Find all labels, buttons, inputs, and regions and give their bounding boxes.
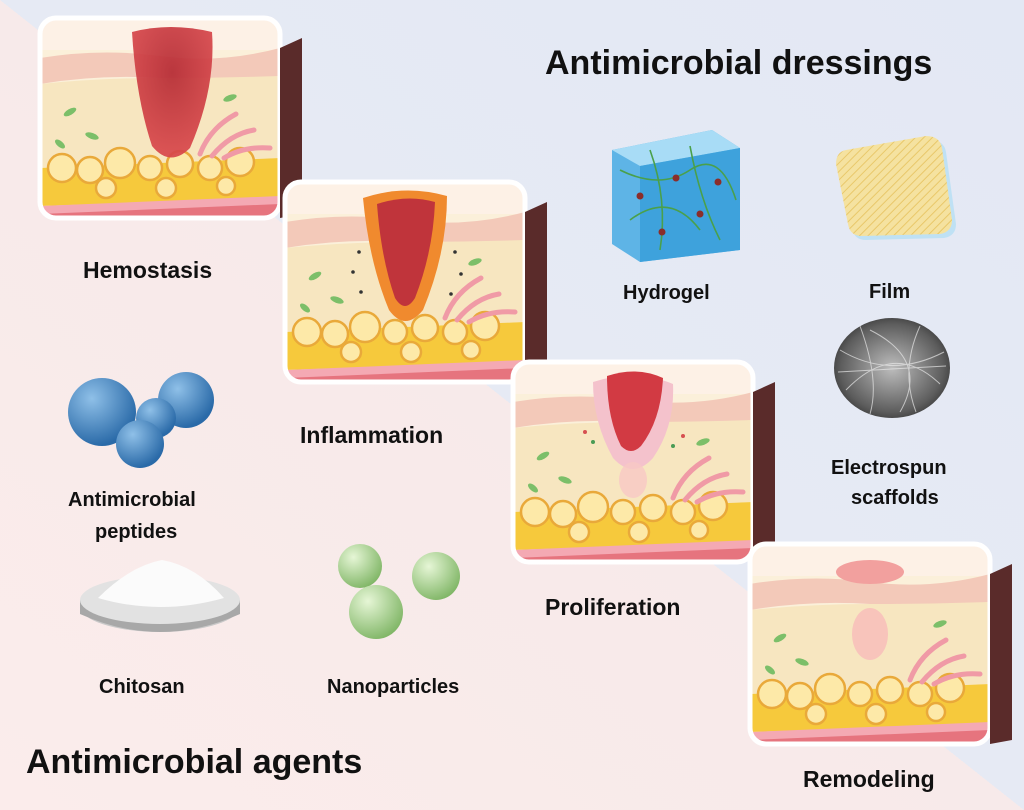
- stage-hemostasis-label: Hemostasis: [83, 257, 213, 283]
- peptides-label-line2: peptides: [95, 521, 178, 543]
- antimicrobial-dressings-title: Antimicrobial dressings: [545, 44, 933, 82]
- chitosan-label: Chitosan: [99, 676, 185, 698]
- antimicrobial-peptides-icon: [68, 372, 214, 468]
- nanoparticles-label: Nanoparticles: [327, 676, 460, 698]
- remodeling-skin-illustration: [750, 544, 1012, 744]
- hemostasis-skin-illustration: [40, 18, 302, 218]
- antimicrobial-agents-title: Antimicrobial agents: [26, 743, 363, 781]
- stage-proliferation-label: Proliferation: [545, 594, 681, 620]
- electrospun-label-line1: Electrospun: [831, 457, 947, 479]
- proliferation-skin-illustration: [513, 362, 775, 562]
- stage-inflammation-label: Inflammation: [300, 422, 444, 448]
- hydrogel-cube-icon: [612, 130, 740, 262]
- hydrogel-label: Hydrogel: [623, 282, 710, 304]
- stage-remodeling-label: Remodeling: [803, 766, 935, 792]
- film-sheet-icon: [836, 136, 956, 240]
- chitosan-powder-icon: [80, 560, 240, 632]
- electrospun-label-line2: scaffolds: [851, 487, 939, 509]
- inflammation-skin-illustration: [285, 182, 547, 382]
- nanoparticles-icon: [338, 544, 460, 639]
- peptides-label-line1: Antimicrobial: [68, 489, 196, 511]
- electrospun-scaffold-icon: [834, 318, 950, 418]
- film-label: Film: [869, 281, 911, 303]
